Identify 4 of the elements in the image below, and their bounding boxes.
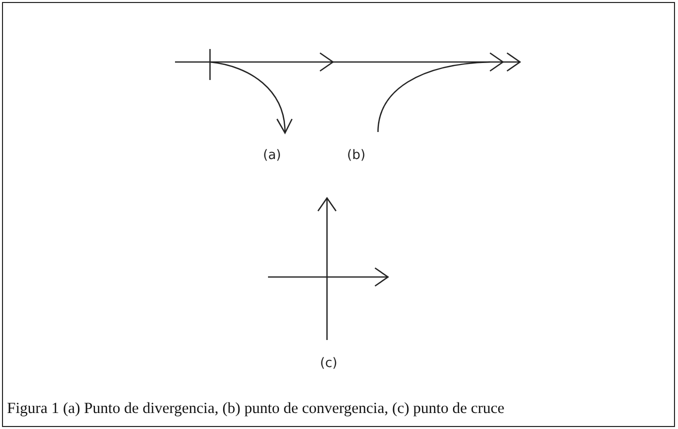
figure-label: (c) xyxy=(320,356,338,371)
figure-label: (b) xyxy=(347,148,366,163)
figure-caption: Figura 1 (a) Punto de divergencia, (b) punto de convergencia, (c) punto de cruce xyxy=(7,400,504,418)
figure-label: (a) xyxy=(263,148,282,163)
